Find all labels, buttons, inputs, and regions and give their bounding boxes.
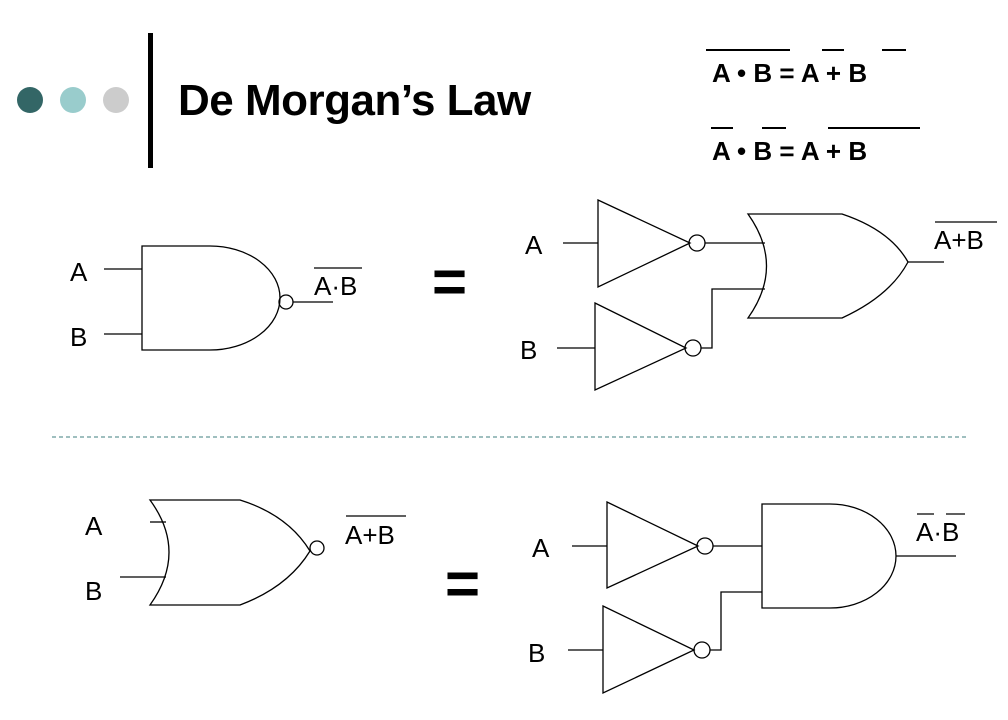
label-br-output: A·B [916, 517, 959, 547]
law2-overline-aplusb [828, 127, 920, 129]
law1-overline-ab [706, 49, 790, 51]
page-title: De Morgan’s Law [178, 76, 531, 125]
bullet-dot-light [60, 87, 86, 113]
label-bl-input-a: A [85, 511, 103, 541]
inverter-b-top [557, 288, 765, 392]
nand-gate-top [104, 245, 333, 351]
label-bl-output: A+B [345, 520, 395, 550]
inverter-a-top [563, 198, 765, 289]
label-br-input-a: A [532, 533, 550, 563]
law2-overline-b [762, 127, 786, 129]
equals-sign-bottom: = [445, 550, 480, 617]
label-tl-input-a: A [70, 257, 88, 287]
label-bl-input-b: B [85, 576, 102, 606]
equals-sign-top: = [432, 248, 467, 315]
law2-overline-a [711, 127, 733, 129]
or-gate-top [746, 213, 944, 319]
law1-overline-a [822, 49, 844, 51]
law-formula-2: A • B = A + B [712, 136, 868, 166]
label-tl-input-b: B [70, 322, 87, 352]
label-tr-input-a: A [525, 230, 543, 260]
label-br-input-b: B [528, 638, 545, 668]
title-separator [148, 33, 153, 168]
law-formula-1: A • B = A + B [712, 58, 868, 88]
bullet-dot-gray [103, 87, 129, 113]
label-tr-input-b: B [520, 335, 537, 365]
label-tl-output: A·B [314, 271, 357, 301]
inverter-a-bottom [572, 500, 762, 590]
nor-gate-bottom [120, 499, 325, 606]
label-tr-output: A+B [934, 225, 984, 255]
and-gate-bottom [761, 503, 956, 609]
bullet-dot-dark [17, 87, 43, 113]
inverter-b-bottom [568, 591, 762, 695]
law1-overline-b [882, 49, 906, 51]
